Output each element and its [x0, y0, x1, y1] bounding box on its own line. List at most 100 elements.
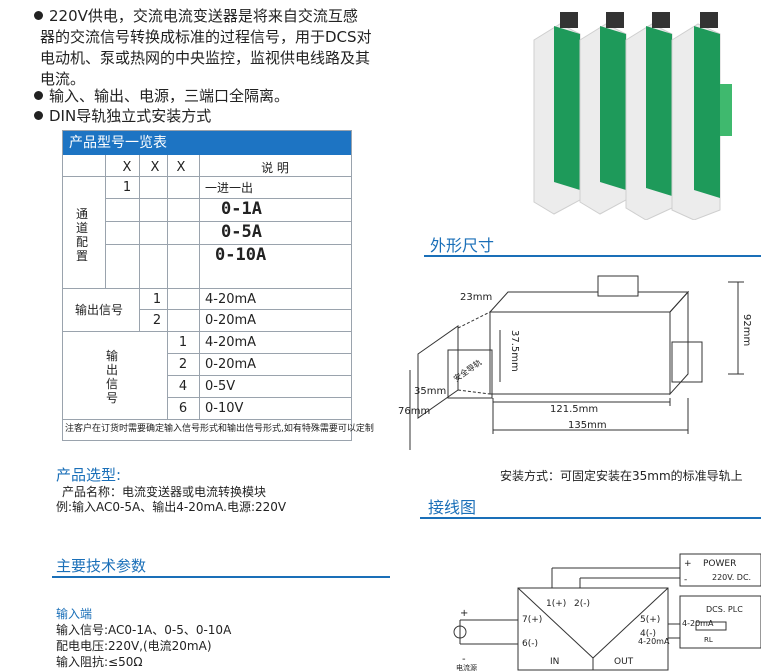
intro-line-1: 220V供电，交流电流变送器是将来自交流互感	[34, 6, 404, 27]
output-code-2: 2	[152, 313, 162, 328]
grid-line	[167, 397, 351, 398]
model-table: 产品型号一览表 X X X 说 明 通道配置 1 一进一出 0-1A 0-5A …	[62, 130, 374, 441]
grid-line	[105, 221, 351, 222]
dim-35mm: 35mm	[414, 386, 446, 397]
grid-line	[139, 288, 140, 331]
wiring-plc: DCS. PLC	[706, 605, 743, 614]
grid-line	[139, 155, 140, 288]
module-1	[533, 12, 590, 215]
grid-line	[199, 155, 200, 419]
wiring-out: OUT	[614, 657, 634, 667]
grid-line	[105, 198, 351, 199]
intro-line-3: 电动机、泵或热网的中央监控，监视供电线路及其	[40, 49, 371, 67]
specs-title: 主要技术参数	[56, 557, 147, 575]
input-code-6: 6	[178, 401, 188, 416]
dimension-drawing: 23mm 37.5mm 35mm 76mm 92mm 121.5mm 135mm…	[398, 275, 752, 450]
terminal-7: 7(+)	[522, 615, 542, 625]
input-desc-1: 4-20mA	[205, 335, 257, 350]
input-code-4: 4	[178, 379, 188, 394]
wiring-meter: 4-20mA	[682, 619, 714, 628]
install-note: 安装方式：可固定安装在35mm的标准导轨上	[500, 469, 743, 483]
dim-23mm: 23mm	[460, 292, 492, 303]
wiring-title: 接线图	[428, 498, 477, 517]
output-code-1: 1	[152, 292, 162, 307]
terminal-6: 6(-)	[522, 639, 538, 649]
wiring-minus-source: -	[462, 654, 466, 665]
range-0-5a: 0-5A	[221, 222, 262, 242]
grid-line	[139, 309, 351, 310]
specs-input-heading: 输入端	[56, 607, 93, 621]
selection-title: 产品选型:	[56, 466, 122, 484]
dimensions-rule	[424, 255, 761, 257]
grid-line	[105, 244, 351, 245]
wiring-diagram: POWER 220V. DC. + - DCS. PLC 1(+) 2(-) 7…	[453, 553, 761, 672]
wiring-plus-source: +	[460, 608, 468, 619]
selection-line-2: 例:输入AC0-5A、输出4-20mA.电源:220V	[56, 500, 287, 514]
col-x-2: X	[150, 160, 160, 175]
rail-label: 安全导轨	[451, 357, 483, 384]
dim-37-5mm: 37.5mm	[509, 330, 520, 372]
grid-line	[167, 375, 351, 376]
col-desc: 说 明	[261, 161, 289, 175]
intro-line-4: 电流。	[40, 70, 86, 88]
dim-92mm: 92mm	[741, 314, 752, 346]
wiring-supply: 220V. DC.	[712, 573, 751, 582]
grid-line	[63, 331, 351, 332]
input-desc-4: 0-5V	[205, 379, 236, 394]
intro-bullet-2: 输入、输出、电源，三端口全隔离。	[34, 86, 404, 107]
wiring-in: IN	[550, 657, 559, 667]
input-code-2: 2	[178, 357, 188, 372]
wiring-minus-power: -	[684, 575, 687, 585]
dim-135mm: 135mm	[568, 420, 607, 431]
grid-line	[63, 176, 351, 177]
grid-line	[63, 288, 351, 289]
selection-line-1: 产品名称：电流变送器或电流转换模块	[62, 485, 267, 499]
input-desc-2: 0-20mA	[205, 357, 257, 372]
intro-line-2: 器的交流信号转换成标准的过程信号，用于DCS对	[40, 28, 372, 46]
dim-121-5mm: 121.5mm	[550, 404, 598, 415]
specs-supply: 配电电压:220V,(电流20mA)	[56, 639, 212, 653]
dimensions-title: 外形尺寸	[430, 236, 495, 255]
grid-line	[167, 288, 168, 331]
model-table-title: 产品型号一览表	[63, 131, 351, 155]
wiring-power: POWER	[703, 559, 736, 569]
module-4	[671, 12, 732, 220]
wiring-plus-power: +	[684, 559, 692, 569]
dim-76mm: 76mm	[398, 406, 430, 417]
specs-rule	[52, 576, 390, 578]
grid-line	[63, 419, 351, 420]
module-2	[579, 12, 636, 215]
input-desc-6: 0-10V	[205, 401, 244, 416]
bullet-dot	[34, 111, 43, 120]
grid-line	[105, 155, 106, 288]
range-0-1a: 0-1A	[221, 199, 262, 219]
grid-line	[167, 155, 168, 288]
intro-bullet-3: DIN导轨独立式安装方式	[34, 106, 404, 127]
grid-line	[167, 353, 351, 354]
input-label: 输出信号	[105, 349, 118, 405]
col-x-1: X	[122, 160, 132, 175]
channel-code: 1	[122, 180, 132, 195]
col-x-3: X	[176, 160, 186, 175]
input-code-1: 1	[178, 335, 188, 350]
wiring-rl: RL	[704, 636, 713, 644]
output-desc-1: 4-20mA	[205, 292, 257, 307]
specs-impedance: 输入阻抗:≤50Ω	[56, 655, 143, 669]
table-note: 注客户在订货时需要确定输入信号形式和输出信号形式,如有特殊需要可以定制	[65, 424, 374, 434]
wiring-rule	[420, 517, 761, 519]
wiring-out-signal: 4-20mA	[638, 637, 670, 646]
terminal-4: 4(-)	[640, 629, 656, 639]
bullet-dot	[34, 11, 43, 20]
channel-label: 通道配置	[75, 207, 88, 263]
grid-line	[167, 331, 168, 419]
terminal-1: 1(+)	[546, 599, 566, 609]
terminal-5: 5(+)	[640, 615, 660, 625]
output-label: 输出信号	[75, 303, 124, 317]
product-photo	[533, 12, 732, 220]
bullet-dot	[34, 91, 43, 100]
range-0-10a: 0-10A	[215, 245, 267, 265]
specs-input-signal: 输入信号:AC0-1A、0-5、0-10A	[56, 623, 232, 637]
terminal-2: 2(-)	[574, 599, 590, 609]
channel-desc: 一进一出	[205, 181, 254, 195]
wiring-source: 电流源	[456, 663, 477, 672]
